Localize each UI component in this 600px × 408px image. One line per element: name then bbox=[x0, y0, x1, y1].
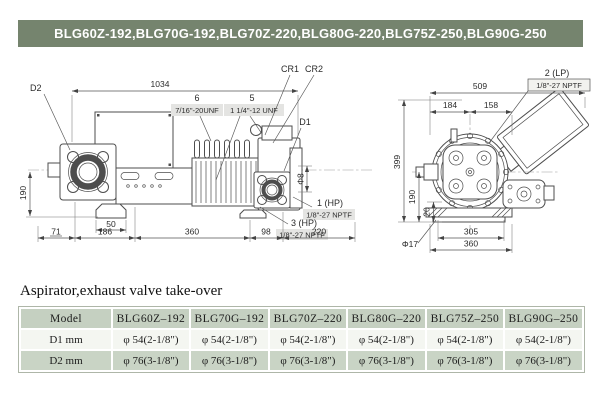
callout-6-number: 6 bbox=[194, 93, 199, 103]
col-header-2: BLG70G–192 bbox=[190, 309, 268, 328]
d2-value-3: φ 76(3-1/8") bbox=[269, 351, 346, 370]
dim-360: 360 bbox=[185, 227, 199, 237]
d2-value-2: φ 76(3-1/8") bbox=[190, 351, 268, 370]
label-cr1: CR1 bbox=[281, 64, 299, 74]
col-header-3: BLG70Z–220 bbox=[269, 309, 346, 328]
dim-foot-50: 50 bbox=[106, 219, 116, 229]
dim-305: 305 bbox=[464, 227, 478, 237]
d2-value-1: φ 76(3-1/8") bbox=[113, 351, 189, 370]
dim-399: 399 bbox=[392, 155, 402, 169]
mounting-base bbox=[425, 207, 513, 223]
spec-table: Model BLG60Z–192 BLG70G–192 BLG70Z–220 B… bbox=[18, 306, 585, 373]
dim-220: 220 bbox=[312, 227, 326, 237]
col-header-6: BLG90G–250 bbox=[504, 309, 582, 328]
spec-table-header-row: Model BLG60Z–192 BLG70G–192 BLG70Z–220 B… bbox=[21, 309, 582, 328]
model-list-header: BLG60Z-192,BLG70G-192,BLG70Z-220,BLG80G-… bbox=[18, 20, 583, 47]
port-1-hp: 1 (HP) bbox=[317, 198, 343, 208]
table-title: Aspirator,exhaust valve take-over bbox=[20, 283, 223, 299]
label-cr2: CR2 bbox=[305, 64, 323, 74]
callout-6-thread: 7/16"-20UNF bbox=[175, 106, 219, 115]
table-row-d2: D2 mm φ 76(3-1/8") φ 76(3-1/8") φ 76(3-1… bbox=[21, 351, 582, 370]
label-d1: D1 bbox=[299, 117, 311, 127]
dim-71: 71 bbox=[51, 227, 61, 237]
d2-value-4: φ 76(3-1/8") bbox=[347, 351, 425, 370]
d1-value-2: φ 54(2-1/8") bbox=[190, 330, 268, 349]
terminal-box bbox=[495, 87, 589, 175]
port-1-thread: 1/8"-27 NPTF bbox=[306, 211, 352, 220]
dim-184: 184 bbox=[443, 100, 457, 110]
row-label-d2: D2 mm bbox=[21, 351, 111, 370]
col-header-4: BLG80G–220 bbox=[347, 309, 425, 328]
row-label-d1: D1 mm bbox=[21, 330, 111, 349]
model-list-text: BLG60Z-192,BLG70G-192,BLG70Z-220,BLG80G-… bbox=[54, 26, 547, 41]
callout-5-number: 5 bbox=[249, 93, 254, 103]
dim-186: 186 bbox=[98, 227, 112, 237]
dim-509: 509 bbox=[473, 81, 487, 91]
d1-value-1: φ 54(2-1/8") bbox=[113, 330, 189, 349]
d2-value-5: φ 76(3-1/8") bbox=[426, 351, 503, 370]
port-2-lp: 2 (LP) bbox=[545, 68, 570, 78]
housing-end-face bbox=[415, 128, 509, 211]
dim-overall-length: 1034 bbox=[151, 79, 170, 89]
port-3-thread: 1/8"-27 NPTF bbox=[279, 231, 325, 240]
d1-value-6: φ 54(2-1/8") bbox=[504, 330, 582, 349]
dim-height-190: 190 bbox=[18, 186, 28, 200]
end-view: 2 (LP) 1/8"-27 NPTF 509 184 158 399 190 … bbox=[392, 68, 591, 253]
label-phi17: Φ17 bbox=[402, 239, 419, 249]
dim-158: 158 bbox=[484, 100, 498, 110]
col-header-model: Model bbox=[21, 309, 111, 328]
dim-phi8: Φ8 bbox=[296, 173, 306, 185]
table-row-d1: D1 mm φ 54(2-1/8") φ 54(2-1/8") φ 54(2-1… bbox=[21, 330, 582, 349]
callout-5-thread: 1 1/4"-12 UNF bbox=[230, 106, 278, 115]
port-3-hp: 3 (HP) bbox=[291, 218, 317, 228]
col-header-1: BLG60Z–192 bbox=[113, 309, 189, 328]
d1-value-3: φ 54(2-1/8") bbox=[269, 330, 346, 349]
port-2-thread: 1/8"-27 NPTF bbox=[536, 81, 582, 90]
dim-98: 98 bbox=[261, 227, 271, 237]
side-view: 1034 D2 6 7/16"-20UNF 5 1 1/4"-12 UNF CR… bbox=[18, 64, 372, 242]
technical-drawing: 1034 D2 6 7/16"-20UNF 5 1 1/4"-12 UNF CR… bbox=[18, 64, 591, 253]
dim-360-end: 360 bbox=[464, 239, 478, 249]
discharge-flange-d1 bbox=[253, 171, 291, 209]
dim-20: 20 bbox=[422, 207, 432, 217]
suction-flange-d2 bbox=[59, 143, 117, 201]
col-header-5: BLG75Z–250 bbox=[426, 309, 503, 328]
oil-pump bbox=[502, 179, 555, 209]
d1-value-5: φ 54(2-1/8") bbox=[426, 330, 503, 349]
dim-190-end: 190 bbox=[407, 190, 417, 204]
label-d2: D2 bbox=[30, 83, 42, 93]
d1-value-4: φ 54(2-1/8") bbox=[347, 330, 425, 349]
d2-value-6: φ 76(3-1/8") bbox=[504, 351, 582, 370]
